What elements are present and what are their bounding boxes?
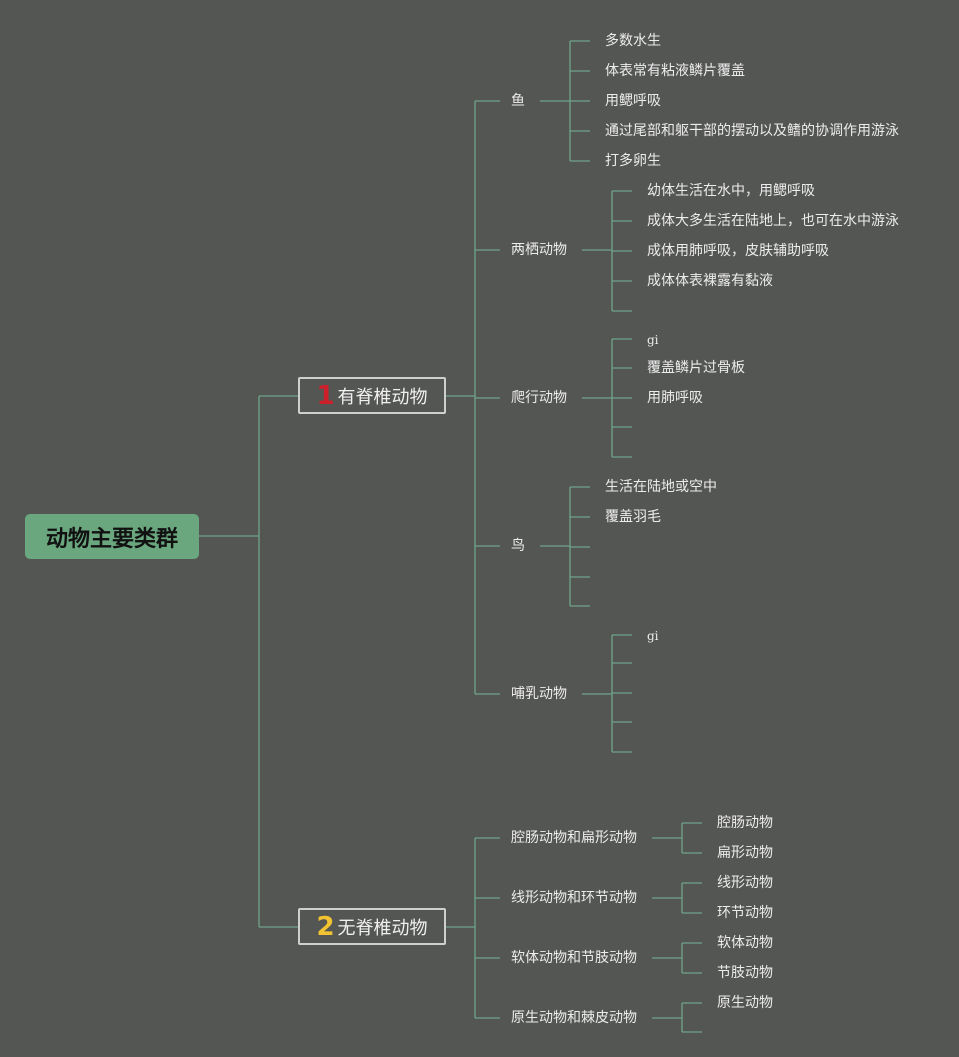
reptile-trait[interactable]: 覆盖鳞片过骨板 <box>647 360 745 376</box>
fish-trait[interactable]: 体表常有粘液鳞片覆盖 <box>605 63 745 79</box>
amphibian-trait[interactable]: 成体大多生活在陆地上，也可在水中游泳 <box>647 213 899 229</box>
mammal-trait[interactable]: gi <box>647 629 659 643</box>
invertebrate-item[interactable]: 节肢动物 <box>717 965 773 981</box>
group-birds[interactable]: 鸟 <box>511 538 525 554</box>
vertebrates-label: 有脊椎动物 <box>337 386 428 408</box>
invertebrate-item[interactable]: 腔肠动物 <box>717 815 773 831</box>
number-one-icon: 1 <box>316 380 335 411</box>
amphibian-trait[interactable]: 幼体生活在水中，用鳃呼吸 <box>647 183 815 199</box>
bird-trait[interactable]: 覆盖羽毛 <box>605 509 661 525</box>
fish-trait[interactable]: 通过尾部和躯干部的摆动以及鳍的协调作用游泳 <box>605 123 899 139</box>
group-coelenterates-flatworms[interactable]: 腔肠动物和扁形动物 <box>511 830 637 846</box>
group-roundworms-annelids[interactable]: 线形动物和环节动物 <box>511 890 637 906</box>
fish-trait[interactable]: 用鳃呼吸 <box>605 93 661 109</box>
invertebrates-node[interactable]: 2 无脊椎动物 <box>298 908 446 945</box>
amphibian-trait[interactable]: 成体体表裸露有黏液 <box>647 273 773 289</box>
invertebrate-item[interactable]: 扁形动物 <box>717 845 773 861</box>
invertebrate-item[interactable]: 软体动物 <box>717 935 773 951</box>
invertebrates-label: 无脊椎动物 <box>337 917 428 939</box>
group-protozoa-echinoderms[interactable]: 原生动物和棘皮动物 <box>511 1010 637 1026</box>
group-reptiles[interactable]: 爬行动物 <box>511 390 567 406</box>
group-fish[interactable]: 鱼 <box>511 93 525 109</box>
invertebrate-item[interactable]: 环节动物 <box>717 905 773 921</box>
vertebrates-node[interactable]: 1 有脊椎动物 <box>298 377 446 414</box>
amphibian-trait[interactable]: 成体用肺呼吸，皮肤辅助呼吸 <box>647 243 829 259</box>
bird-trait[interactable]: 生活在陆地或空中 <box>605 479 717 495</box>
fish-trait[interactable]: 多数水生 <box>605 33 661 49</box>
reptile-trait[interactable]: gi <box>647 333 659 347</box>
fish-trait[interactable]: 打多卵生 <box>605 153 661 169</box>
group-amphibians[interactable]: 两栖动物 <box>511 242 567 258</box>
invertebrate-item[interactable]: 原生动物 <box>717 995 773 1011</box>
reptile-trait[interactable]: 用肺呼吸 <box>647 390 703 406</box>
number-two-icon: 2 <box>316 911 335 942</box>
group-mammals[interactable]: 哺乳动物 <box>511 686 567 702</box>
group-mollusks-arthropods[interactable]: 软体动物和节肢动物 <box>511 950 637 966</box>
invertebrate-item[interactable]: 线形动物 <box>717 875 773 891</box>
root-node[interactable]: 动物主要类群 <box>25 514 199 559</box>
